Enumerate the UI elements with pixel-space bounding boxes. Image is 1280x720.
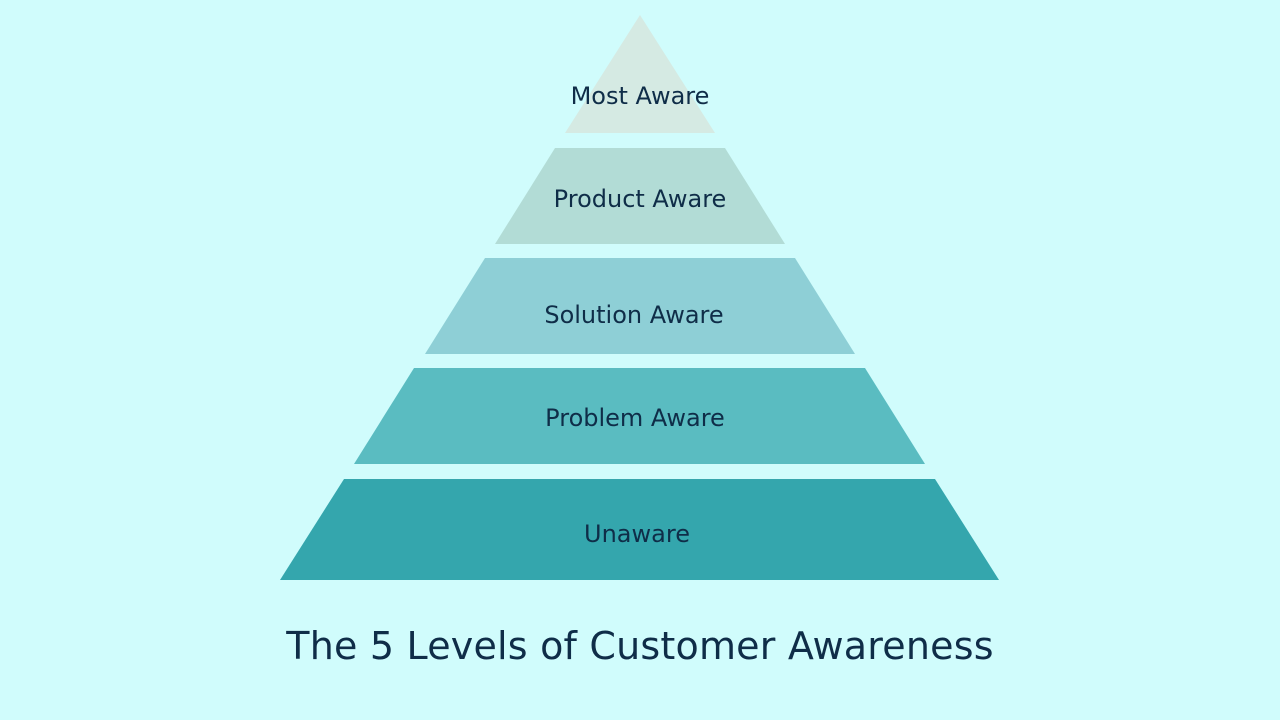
- level-label-most-aware: Most Aware: [571, 82, 710, 110]
- pyramid-level-unaware: Unaware: [280, 479, 999, 580]
- level-label-problem-aware: Problem Aware: [545, 404, 725, 432]
- level-label-product-aware: Product Aware: [554, 185, 727, 213]
- level-label-unaware: Unaware: [584, 520, 690, 548]
- level-shape-solution-aware: [425, 258, 855, 354]
- level-shape-most-aware: [565, 15, 715, 133]
- level-shape-product-aware: [495, 148, 785, 244]
- level-label-solution-aware: Solution Aware: [544, 301, 723, 329]
- pyramid-level-most-aware: Most Aware: [565, 15, 715, 133]
- level-shape-unaware: [280, 479, 999, 580]
- level-shape-problem-aware: [354, 368, 925, 464]
- diagram-title: The 5 Levels of Customer Awareness: [286, 624, 994, 668]
- pyramid-level-problem-aware: Problem Aware: [354, 368, 925, 464]
- pyramid-level-solution-aware: Solution Aware: [425, 258, 855, 354]
- pyramid-level-product-aware: Product Aware: [495, 148, 785, 244]
